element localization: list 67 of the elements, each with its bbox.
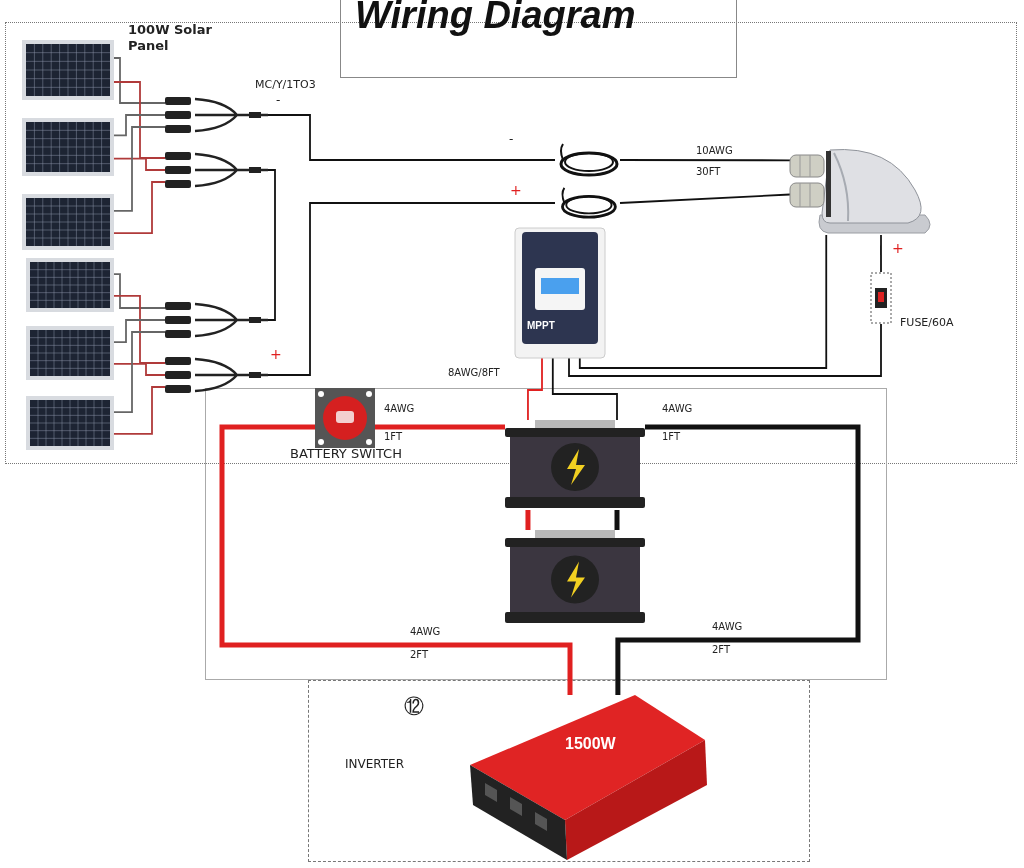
wire-label: 8AWG/8FT: [448, 367, 500, 379]
wire: [267, 169, 276, 321]
title: Wiring Diagram: [355, 0, 636, 37]
solar-panel-drawing: [26, 258, 114, 312]
wire: [113, 181, 166, 235]
wire-label: 2FT: [410, 649, 429, 661]
wire: [578, 234, 828, 369]
branch-connector-drawing: [165, 300, 268, 340]
wire: [113, 294, 166, 364]
wire: [113, 331, 166, 414]
solar-panel-drawing: [26, 396, 114, 450]
solar-panel-drawing: [26, 326, 114, 380]
wire-label: -: [509, 132, 514, 147]
wire-label: 30FT: [696, 166, 721, 178]
branch-connector-drawing: [165, 355, 268, 395]
wire-label: -: [276, 93, 281, 108]
wire: [880, 234, 882, 273]
wire: [267, 114, 556, 161]
wire-label: 1FT: [384, 431, 403, 443]
charge-controller-drawing: [515, 228, 605, 358]
wire: [568, 323, 882, 377]
battery-cable: [615, 424, 861, 695]
wire: [113, 126, 166, 212]
wire-label: 4AWG: [712, 621, 743, 633]
wire: [113, 157, 166, 171]
solar-panel-drawing: [22, 194, 114, 250]
wire: [551, 357, 618, 421]
branch-connector-drawing: [165, 95, 268, 135]
wire-label: 4AWG: [384, 403, 415, 415]
battery-cable: [525, 510, 531, 530]
solar-panel-drawing: [22, 40, 114, 100]
wire: [267, 202, 556, 376]
wire: [619, 159, 791, 162]
battery-drawing: [505, 530, 645, 625]
wire-label: 4AWG: [662, 403, 693, 415]
wire: [113, 114, 166, 137]
wire-label: +: [510, 182, 522, 199]
wire: [113, 273, 166, 309]
battery-drawing: [505, 420, 645, 510]
wire-label: MC/Y/1TO3: [255, 78, 316, 92]
battery-cable: [219, 424, 573, 695]
wire: [113, 362, 166, 376]
wire-label: 10AWG: [696, 145, 733, 157]
solar-panel-drawing: [22, 118, 114, 176]
wire-label: ⑫: [404, 694, 424, 718]
wire: [619, 193, 791, 204]
fuse-drawing: [870, 272, 892, 324]
wire: [113, 57, 166, 104]
device-print: MPPT: [527, 320, 555, 331]
wire-label: +: [892, 240, 904, 257]
device-label: BATTERY SWITCH: [290, 446, 402, 462]
device-label: FUSE/60A: [900, 316, 954, 330]
wire: [113, 319, 166, 344]
branch-connector-drawing: [165, 150, 268, 190]
wire-label: 1FT: [662, 431, 681, 443]
wire-label: INVERTER: [345, 757, 405, 772]
wire: [527, 357, 543, 421]
device-print: 1500W: [565, 735, 616, 753]
battery-cable: [375, 424, 505, 430]
battery-switch-drawing: [315, 388, 375, 448]
panel-label: 100W Solar Panel: [128, 22, 213, 54]
wire-label: 4AWG: [410, 626, 441, 638]
wire-label: 2FT: [712, 644, 731, 656]
wire-label: +: [270, 346, 282, 363]
battery-cable: [614, 510, 620, 530]
wire: [113, 386, 166, 435]
wire: [113, 81, 166, 159]
